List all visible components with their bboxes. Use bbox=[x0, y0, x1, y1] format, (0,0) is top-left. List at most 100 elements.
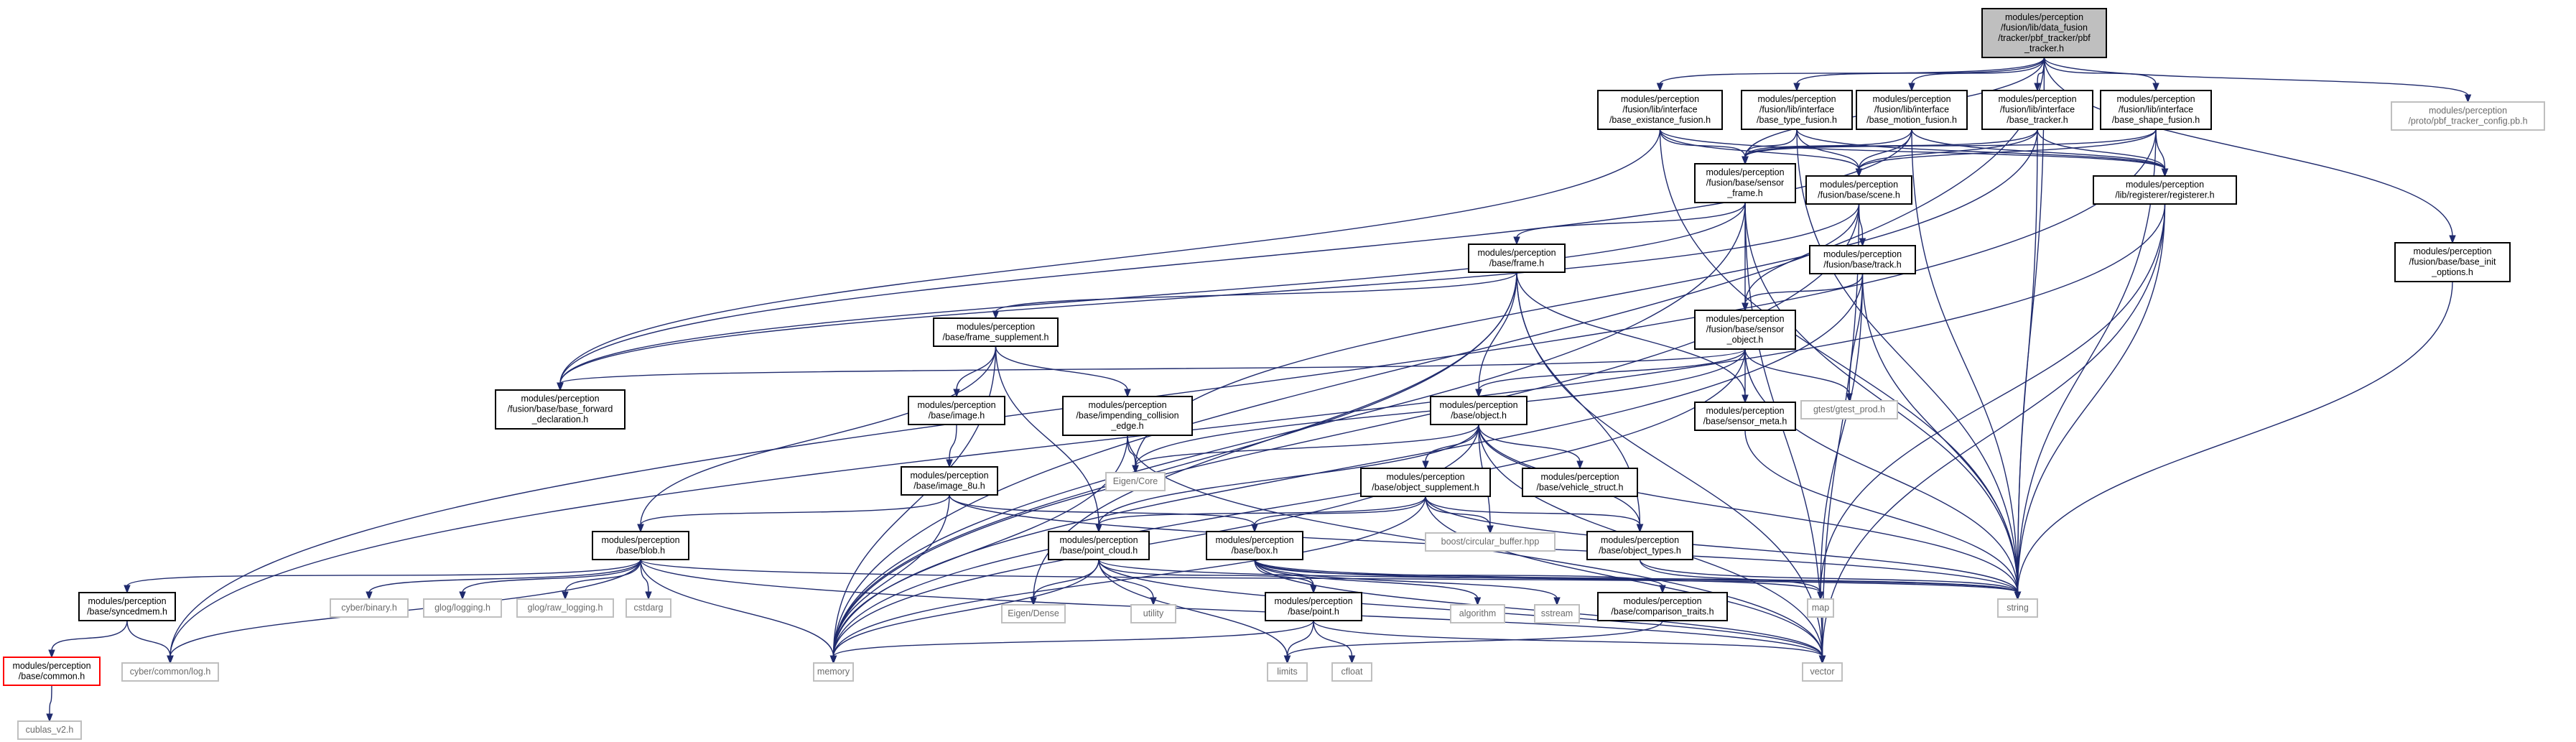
node-syncedmem[interactable]: modules/perception/base/syncedmem.h bbox=[78, 592, 176, 621]
node-label-line: modules/perception bbox=[1623, 596, 1701, 606]
node-box bbox=[1267, 662, 1308, 682]
edge-typefusion-to-string bbox=[1796, 129, 2019, 593]
node-box bbox=[78, 592, 176, 621]
node-label-line: /fusion/lib/interface bbox=[2119, 105, 2193, 115]
node-label-line: /fusion/base/scene.h bbox=[1818, 190, 1900, 200]
node-scene[interactable]: modules/perception/fusion/base/scene.h bbox=[1805, 175, 1912, 205]
node-comparison[interactable]: modules/perception/base/comparison_trait… bbox=[1597, 592, 1728, 621]
edge-existance-to-fwddecl bbox=[559, 129, 1661, 384]
node-label-line: /base/box.h bbox=[1232, 546, 1278, 556]
edge-sensorframe-to-vector bbox=[1744, 202, 1823, 657]
node-fwddecl[interactable]: modules/perception/fusion/base/base_forw… bbox=[495, 389, 626, 430]
edge-arrowhead bbox=[1659, 585, 1666, 594]
node-memory: memory bbox=[813, 662, 854, 682]
node-label-line: /base/point.h bbox=[1288, 607, 1339, 617]
node-label-line: modules/perception bbox=[1386, 472, 1464, 482]
edge-root-to-baseinit bbox=[2043, 57, 2453, 237]
node-baseinit[interactable]: modules/perception/fusion/base/base_init… bbox=[2394, 242, 2511, 282]
edge-arrowhead bbox=[1793, 83, 1800, 92]
node-label-line: /fusion/base/base_init bbox=[2409, 257, 2496, 267]
node-typefusion[interactable]: modules/perception/fusion/lib/interface/… bbox=[1741, 90, 1853, 130]
node-objtypes[interactable]: modules/perception/base/object_types.h bbox=[1586, 531, 1693, 560]
node-shape[interactable]: modules/perception/fusion/lib/interface/… bbox=[2100, 90, 2212, 130]
node-framesupp[interactable]: modules/perception/base/frame_supplement… bbox=[933, 317, 1059, 347]
node-label-line: /fusion/lib/interface bbox=[1874, 105, 1949, 115]
node-label-line: modules/perception bbox=[917, 400, 995, 410]
node-root[interactable]: modules/perception/fusion/lib/data_fusio… bbox=[1981, 8, 2107, 58]
node-box[interactable]: modules/perception/base/box.h bbox=[1206, 531, 1303, 560]
node-pointcloud[interactable]: modules/perception/base/point_cloud.h bbox=[1048, 531, 1150, 560]
edge-arrowhead bbox=[2014, 591, 2022, 600]
node-label-line: modules/perception bbox=[1757, 94, 1836, 104]
edge-image-to-image8u bbox=[949, 424, 957, 461]
edge-objsupp-to-pointcloud bbox=[1098, 496, 1426, 526]
edge-objsupp-to-objtypes bbox=[1425, 496, 1641, 526]
node-label-line: /fusion/base/track.h bbox=[1823, 260, 1901, 270]
edge-arrowhead bbox=[1859, 238, 1866, 247]
node-sensorobject[interactable]: modules/perception/fusion/base/sensor_ob… bbox=[1694, 310, 1796, 350]
node-track[interactable]: modules/perception/fusion/base/track.h bbox=[1809, 245, 1916, 274]
node-label-line: modules/perception bbox=[2413, 246, 2491, 256]
node-label-line: modules/perception bbox=[1477, 248, 1556, 258]
edge-shape-to-sensorframe bbox=[1744, 129, 2157, 158]
edge-arrowhead bbox=[1124, 389, 1131, 398]
edge-frame-to-object bbox=[1478, 272, 1517, 391]
edge-arrowhead bbox=[946, 459, 953, 468]
edge-box-to-sstream bbox=[1254, 559, 1558, 599]
node-blob[interactable]: modules/perception/base/blob.h bbox=[592, 531, 689, 560]
node-object[interactable]: modules/perception/base/object.h bbox=[1430, 396, 1528, 425]
edge-arrowhead bbox=[124, 585, 131, 594]
node-motion[interactable]: modules/perception/fusion/lib/interface/… bbox=[1856, 90, 1968, 130]
node-point[interactable]: modules/perception/base/point.h bbox=[1265, 592, 1362, 621]
edge-comparison-to-limits bbox=[1286, 620, 1663, 657]
edge-arrowhead bbox=[1475, 389, 1482, 398]
node-label-line: /base/frame.h bbox=[1489, 259, 1544, 269]
edge-arrowhead bbox=[1251, 524, 1258, 533]
edge-sensorobject-to-memory bbox=[832, 348, 1746, 657]
node-image8u[interactable]: modules/perception/base/image_8u.h bbox=[901, 466, 998, 496]
node-label-line: modules/perception bbox=[2126, 180, 2204, 190]
node-gtest: gtest/gtest_prod.h bbox=[1800, 400, 1898, 419]
edge-tracker-to-string bbox=[2017, 129, 2038, 593]
edge-track-to-string bbox=[1861, 273, 2019, 593]
edge-box-to-point bbox=[1254, 559, 1314, 587]
node-label-line: /base_shape_fusion.h bbox=[2112, 115, 2200, 125]
node-common[interactable]: modules/perception/base/common.h bbox=[3, 657, 101, 686]
edge-arrowhead bbox=[1817, 591, 1824, 600]
node-label-line: /tracker/pbf_tracker/pbf bbox=[1998, 33, 2091, 43]
node-circular: boost/circular_buffer.hpp bbox=[1425, 532, 1556, 552]
node-algorithm: algorithm bbox=[1450, 604, 1505, 623]
node-objsupp[interactable]: modules/perception/base/object_supplemen… bbox=[1360, 468, 1491, 497]
node-box bbox=[330, 598, 409, 618]
edge-syncedmem-to-common bbox=[51, 620, 128, 651]
edge-arrowhead bbox=[1553, 597, 1561, 606]
node-label-line: modules/perception bbox=[957, 322, 1035, 332]
node-sensormeta[interactable]: modules/perception/base/sensor_meta.h bbox=[1694, 402, 1796, 431]
node-sensorframe[interactable]: modules/perception/fusion/base/sensor_fr… bbox=[1694, 163, 1796, 203]
node-string: string bbox=[1997, 598, 2038, 618]
node-existance[interactable]: modules/perception/fusion/lib/interface/… bbox=[1597, 90, 1723, 130]
node-label-line: modules/perception bbox=[2005, 12, 2083, 22]
node-label-line: /fusion/lib/interface bbox=[1622, 105, 1697, 115]
node-box bbox=[2100, 90, 2212, 130]
node-label-line: /base/syncedmem.h bbox=[87, 607, 167, 617]
node-image[interactable]: modules/perception/base/image.h bbox=[908, 396, 1005, 425]
node-label-line: modules/perception bbox=[1823, 249, 1902, 259]
node-tracker[interactable]: modules/perception/fusion/lib/interface/… bbox=[1981, 90, 2093, 130]
node-registerer[interactable]: modules/perception/lib/registerer/regist… bbox=[2093, 175, 2237, 205]
node-sstream: sstream bbox=[1534, 604, 1580, 623]
node-impending[interactable]: modules/perception/base/impending_collis… bbox=[1062, 396, 1193, 436]
edge-point-to-vector bbox=[1313, 620, 1823, 657]
edge-box-to-algorithm bbox=[1254, 559, 1479, 599]
node-frame[interactable]: modules/perception/base/frame.h bbox=[1468, 244, 1566, 273]
node-box bbox=[1265, 592, 1362, 621]
node-limits: limits bbox=[1267, 662, 1308, 682]
node-vehicle[interactable]: modules/perception/base/vehicle_struct.h bbox=[1522, 468, 1638, 497]
edge-objsupp-to-box bbox=[1254, 496, 1426, 526]
edge-arrowhead bbox=[459, 591, 466, 600]
node-label-line: glog/raw_logging.h bbox=[528, 603, 603, 613]
node-box bbox=[2394, 242, 2511, 282]
node-label-line: modules/perception bbox=[910, 470, 988, 481]
node-label-line: /base/impending_collision bbox=[1076, 411, 1178, 421]
edge-scene-to-sensorobject bbox=[1744, 203, 1860, 305]
